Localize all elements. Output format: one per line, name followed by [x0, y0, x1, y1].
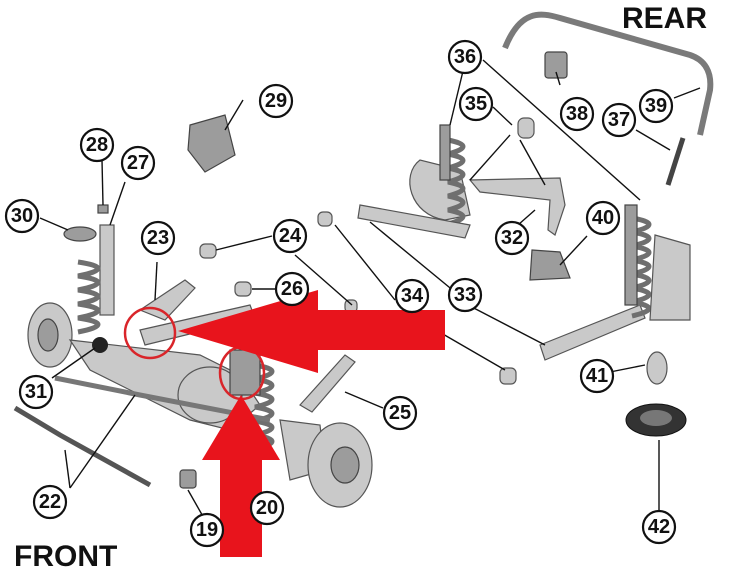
callout-28: 28 [79, 127, 115, 163]
rear-shock-left [439, 124, 451, 181]
svg-text:42: 42 [648, 516, 670, 538]
callout-36: 36 [447, 39, 483, 75]
svg-text:34: 34 [401, 285, 424, 307]
callout-33: 33 [447, 277, 483, 313]
callout-41: 41 [579, 358, 615, 394]
svg-text:29: 29 [265, 90, 287, 112]
callout-34: 34 [394, 278, 430, 314]
callout-31: 31 [18, 374, 54, 410]
rear-bumper-bushing [517, 117, 535, 139]
svg-text:25: 25 [389, 402, 411, 424]
rear-knuckle-right [649, 234, 691, 321]
svg-text:27: 27 [127, 152, 149, 174]
svg-text:31: 31 [25, 381, 47, 403]
highlight-circle-upper-arm [123, 306, 177, 360]
bushing-34-bottom [499, 367, 517, 385]
rear-lower-arm-upper [357, 204, 471, 239]
callout-35: 35 [458, 86, 494, 122]
callout-39: 39 [638, 88, 674, 124]
callout-27: 27 [120, 145, 156, 181]
rear-sway-bar [502, 11, 714, 136]
front-right-hub [330, 446, 360, 484]
upper-control-arm-23 [138, 279, 196, 321]
rear-sway-link [665, 137, 686, 186]
front-shock-27 [99, 224, 115, 316]
lower-arm-25 [299, 354, 356, 413]
jounce-bumper-28 [97, 204, 109, 214]
svg-text:36: 36 [454, 46, 476, 68]
front-right-bracket [229, 349, 261, 396]
rear-label: REAR [622, 2, 707, 35]
bushing-26 [234, 281, 252, 297]
svg-text:30: 30 [11, 205, 33, 227]
track-bar [54, 375, 271, 423]
bump-stop-41 [646, 351, 668, 385]
spring-isolator-30 [63, 226, 97, 242]
svg-text:26: 26 [281, 278, 303, 300]
svg-text:35: 35 [465, 93, 487, 115]
callout-38: 38 [559, 96, 595, 132]
rear-upper-arm [468, 177, 566, 236]
svg-text:24: 24 [279, 225, 302, 247]
callout-30: 30 [4, 198, 40, 234]
callout-40: 40 [585, 200, 621, 236]
rear-knuckle-left [409, 159, 471, 221]
bushing-24 [199, 243, 217, 259]
callout-42: 42 [641, 509, 677, 545]
svg-text:33: 33 [454, 284, 476, 306]
svg-text:23: 23 [147, 227, 169, 249]
svg-text:20: 20 [256, 497, 278, 519]
rear-lower-arm [539, 304, 646, 361]
svg-text:40: 40 [592, 207, 614, 229]
sway-bushing-19 [179, 469, 197, 489]
right-red-arrow-icon [178, 290, 445, 373]
callout-25: 25 [382, 395, 418, 431]
bump-pad-29 [187, 114, 236, 173]
callout-29: 29 [258, 83, 294, 119]
rear-sway-bushing [544, 51, 568, 79]
svg-text:38: 38 [566, 103, 588, 125]
svg-text:32: 32 [501, 227, 523, 249]
callout-32: 32 [494, 220, 530, 256]
callout-23: 23 [140, 220, 176, 256]
callout-22: 22 [32, 484, 68, 520]
front-coil-spring [77, 259, 101, 335]
callout-24: 24 [272, 218, 308, 254]
svg-text:28: 28 [86, 134, 108, 156]
front-sway-bar-22 [13, 405, 152, 488]
svg-text:22: 22 [39, 491, 61, 513]
front-label: FRONT [14, 540, 117, 573]
callout-20: 20 [249, 490, 285, 526]
callout-37: 37 [601, 102, 637, 138]
spring-seat-hole [640, 410, 672, 426]
rear-track-bar-bracket [529, 249, 571, 281]
svg-text:41: 41 [586, 365, 608, 387]
callout-19: 19 [189, 512, 225, 548]
front-left-hub [37, 318, 59, 352]
ball-joint-31 [92, 337, 108, 353]
bushing-34-top [317, 211, 333, 227]
svg-text:19: 19 [196, 519, 218, 541]
svg-text:39: 39 [645, 95, 667, 117]
rear-shock-right [624, 204, 638, 306]
svg-text:37: 37 [608, 109, 630, 131]
callout-26: 26 [274, 271, 310, 307]
